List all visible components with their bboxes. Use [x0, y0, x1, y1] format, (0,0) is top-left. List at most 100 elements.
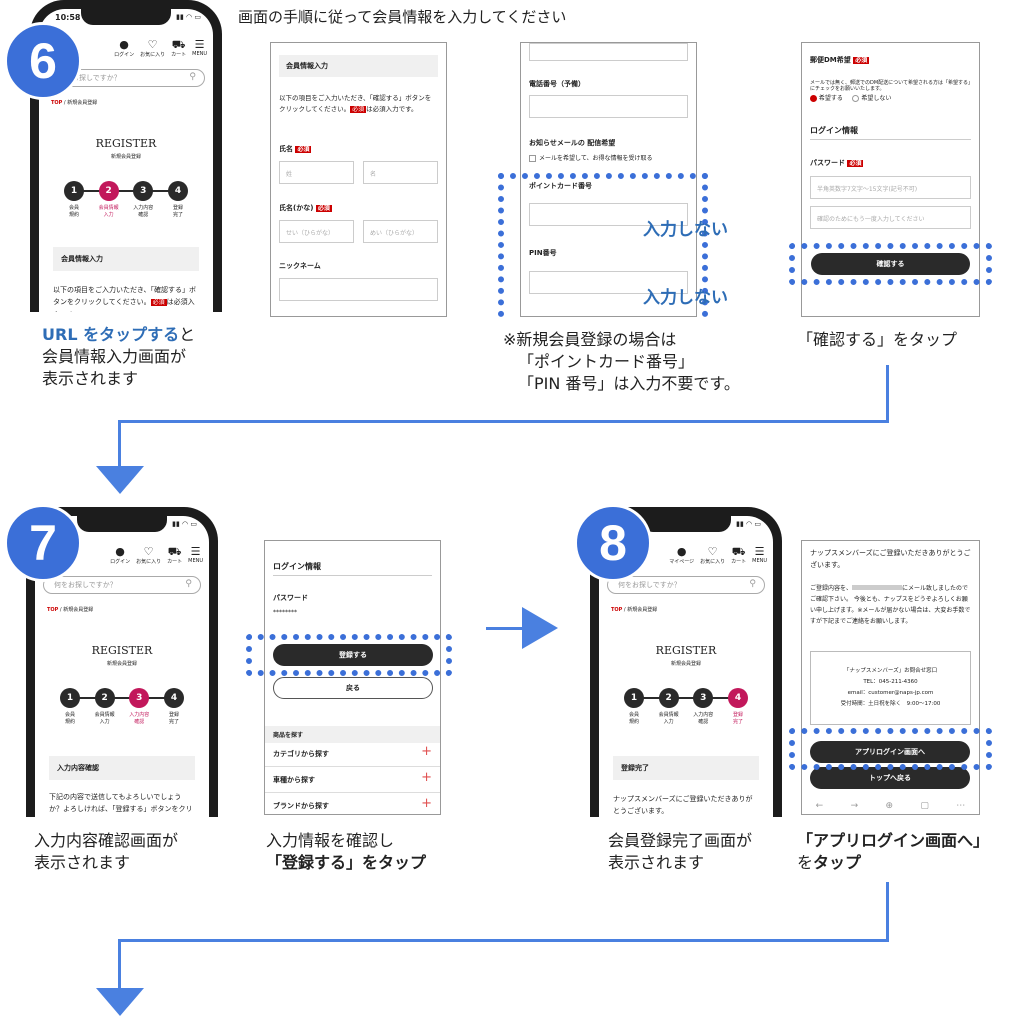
favorite-button[interactable]: ♡お気に入り	[136, 545, 162, 566]
form-panel-4: ログイン情報 パスワード ******** 登録する 戻る 商品を探す カテゴリ…	[264, 540, 441, 815]
highlight-confirm	[789, 243, 992, 285]
caption-confirm: 「確認する」をタップ	[797, 330, 958, 349]
search-icon: ⚲	[185, 579, 192, 589]
pin-label: PIN番号	[529, 249, 557, 257]
caption-step7: 入力内容確認画面が表示されます	[34, 831, 179, 872]
phone-label: 電話番号（予備）	[529, 80, 585, 88]
no-input-label-2: 入力しない	[643, 288, 728, 308]
heart-icon: ♡	[707, 545, 718, 558]
cart-icon: ⛟	[171, 38, 186, 51]
section-text: ナップスメンバーズにご登録いただきありがとうございます。	[613, 795, 753, 815]
point-card-label: ポイントカード番号	[529, 182, 592, 190]
forward-icon[interactable]: →	[850, 801, 859, 811]
cart-button[interactable]: ⛟カート	[731, 545, 747, 566]
dm-label: 郵便DM希望 必須	[810, 56, 870, 64]
phone-input[interactable]	[529, 95, 688, 118]
arrow-right-icon	[522, 607, 558, 649]
search-icon: ⚲	[189, 72, 196, 82]
menu-button[interactable]: ☰MENU	[192, 38, 207, 58]
arrow-down-icon	[96, 988, 144, 1016]
login-button[interactable]: ●ログイン	[114, 38, 135, 59]
search-input[interactable]: 何をお探しですか？⚲	[43, 576, 201, 594]
tabs-icon[interactable]: ▢	[920, 801, 929, 811]
menu-button[interactable]: ☰MENU	[188, 545, 203, 565]
login-button[interactable]: ●ログイン	[110, 545, 131, 566]
caption-step6: URL をタップすると 会員情報入力画面が 表示されます	[42, 325, 196, 388]
highlight-app-login	[789, 728, 992, 770]
body-text: ご登録内容を、にメール致しましたのでご確認下さい。 今後とも、ナップスをどうぞよ…	[810, 585, 971, 625]
register-subtitle: 新規会員登録	[110, 154, 141, 160]
dm-options[interactable]: 希望する 希望しない	[810, 93, 891, 102]
instruction-header: 画面の手順に従って会員情報を入力してください	[238, 8, 567, 26]
back-button[interactable]: 戻る	[273, 677, 433, 699]
section-title: 入力内容確認	[49, 756, 195, 780]
password-confirm-input[interactable]: 確認のためにもう一度入力してください	[810, 206, 971, 229]
status-time: 10:58	[55, 13, 81, 22]
search-input[interactable]: 何をお探しですか？⚲	[607, 576, 765, 594]
contact-box: 「ナップスメンバーズ」お問合せ窓口 TEL：045-211-4360 email…	[810, 651, 971, 725]
form-panel-1: 会員情報入力 以下の項目をご入力いただき、「確認する」ボタンをクリックしてくださ…	[270, 42, 447, 317]
highlight-point-pin	[498, 173, 708, 317]
password-value: ********	[273, 609, 297, 616]
form-panel-2: 電話番号（予備） お知らせメールの 配信希望 メールを希望して、お得な情報を受け…	[520, 42, 697, 317]
register-button[interactable]: 登録する	[273, 644, 433, 666]
register-title: REGISTER	[95, 137, 157, 150]
heart-icon: ♡	[147, 38, 158, 51]
section-text: 下記の内容で送信してもよろしいでしょうか？よろしければ、「登録する」ボタンをクリ…	[49, 793, 193, 813]
kana-first-input[interactable]: めい（ひらがな）	[363, 220, 438, 243]
caption-app-login: 「アプリログイン画面へ」をタップ	[797, 831, 990, 872]
caption-step8: 会員登録完了画面が表示されます	[608, 831, 753, 872]
back-icon[interactable]: ←	[815, 801, 824, 811]
nickname-input[interactable]	[279, 278, 438, 301]
add-tab-icon[interactable]: ⊕	[885, 801, 894, 811]
step-number-8: 8	[574, 504, 652, 582]
note-panel2: ※新規会員登録の場合は 「ポイントカード番号」 「PIN 番号」は入力不要です。	[503, 330, 740, 393]
favorite-button[interactable]: ♡お気に入り	[140, 38, 166, 59]
brand-row[interactable]: ブランドから探す+	[265, 793, 440, 814]
mail-checkbox[interactable]: メールを希望して、お得な情報を受け取る	[529, 153, 653, 162]
plus-icon: +	[421, 744, 432, 759]
step-number-6: 6	[4, 22, 82, 100]
user-icon: ●	[119, 38, 129, 51]
pin-input[interactable]	[529, 271, 688, 294]
header-icons: ●ログイン ♡お気に入り ⛟カート ☰MENU	[114, 38, 207, 59]
last-name-input[interactable]: 姓	[279, 161, 354, 184]
password-input[interactable]: 半角英数字7文字〜15文字(記号不可)	[810, 176, 971, 199]
phone-step8: ▮▮ ◠ ▭ ●マイページ ♡お気に入り ⛟カート ☰MENU 何をお探しですか…	[590, 507, 782, 817]
confirm-button[interactable]: 確認する	[811, 253, 970, 275]
mail-label: お知らせメールの 配信希望	[529, 139, 616, 147]
cart-button[interactable]: ⛟カート	[167, 545, 183, 566]
nickname-label: ニックネーム	[279, 262, 321, 270]
car-row[interactable]: 車種から探す+	[265, 767, 440, 793]
app-login-button[interactable]: アプリログイン画面へ	[810, 741, 970, 763]
form-panel-3: 郵便DM希望 必須 メールでは無く、郵送でのDM配送について希望される方は「希望…	[801, 42, 980, 317]
user-icon: ●	[115, 545, 125, 558]
back-to-top-button[interactable]: トップへ戻る	[810, 767, 970, 789]
category-row[interactable]: カテゴリから探す+	[265, 741, 440, 767]
thanks-text: ナップスメンバーズにご登録いただきありがとうございます。	[810, 549, 971, 569]
section-text: 以下の項目をご入力いただき、「確認する」ボタンをクリックしてください。必須は必須…	[53, 286, 197, 312]
section-title: 会員情報入力	[53, 247, 199, 271]
menu-button[interactable]: ☰MENU	[752, 545, 767, 565]
first-name-input[interactable]: 名	[363, 161, 438, 184]
login-title: ログイン情報	[810, 126, 858, 135]
cart-icon: ⛟	[731, 545, 746, 558]
more-icon[interactable]: ⋯	[956, 801, 966, 811]
kana-last-input[interactable]: せい（ひらがな）	[279, 220, 354, 243]
favorite-button[interactable]: ♡お気に入り	[700, 545, 726, 566]
highlight-register	[246, 634, 452, 676]
point-card-input[interactable]	[529, 203, 688, 226]
browse-title: 商品を探す	[265, 726, 440, 743]
mypage-button[interactable]: ●マイページ	[669, 545, 695, 566]
prev-input[interactable]	[529, 43, 688, 61]
arrow-down-icon	[96, 466, 144, 494]
cart-button[interactable]: ⛟カート	[171, 38, 187, 59]
caption-register: 入力情報を確認し「登録する」をタップ	[266, 831, 427, 872]
browser-toolbar: ← → ⊕ ▢ ⋯	[802, 801, 979, 814]
breadcrumb: TOP / 新規会員登録	[611, 607, 658, 613]
hamburger-icon: ☰	[194, 38, 205, 51]
password-label: パスワード	[273, 594, 308, 602]
cart-icon: ⛟	[167, 545, 182, 558]
